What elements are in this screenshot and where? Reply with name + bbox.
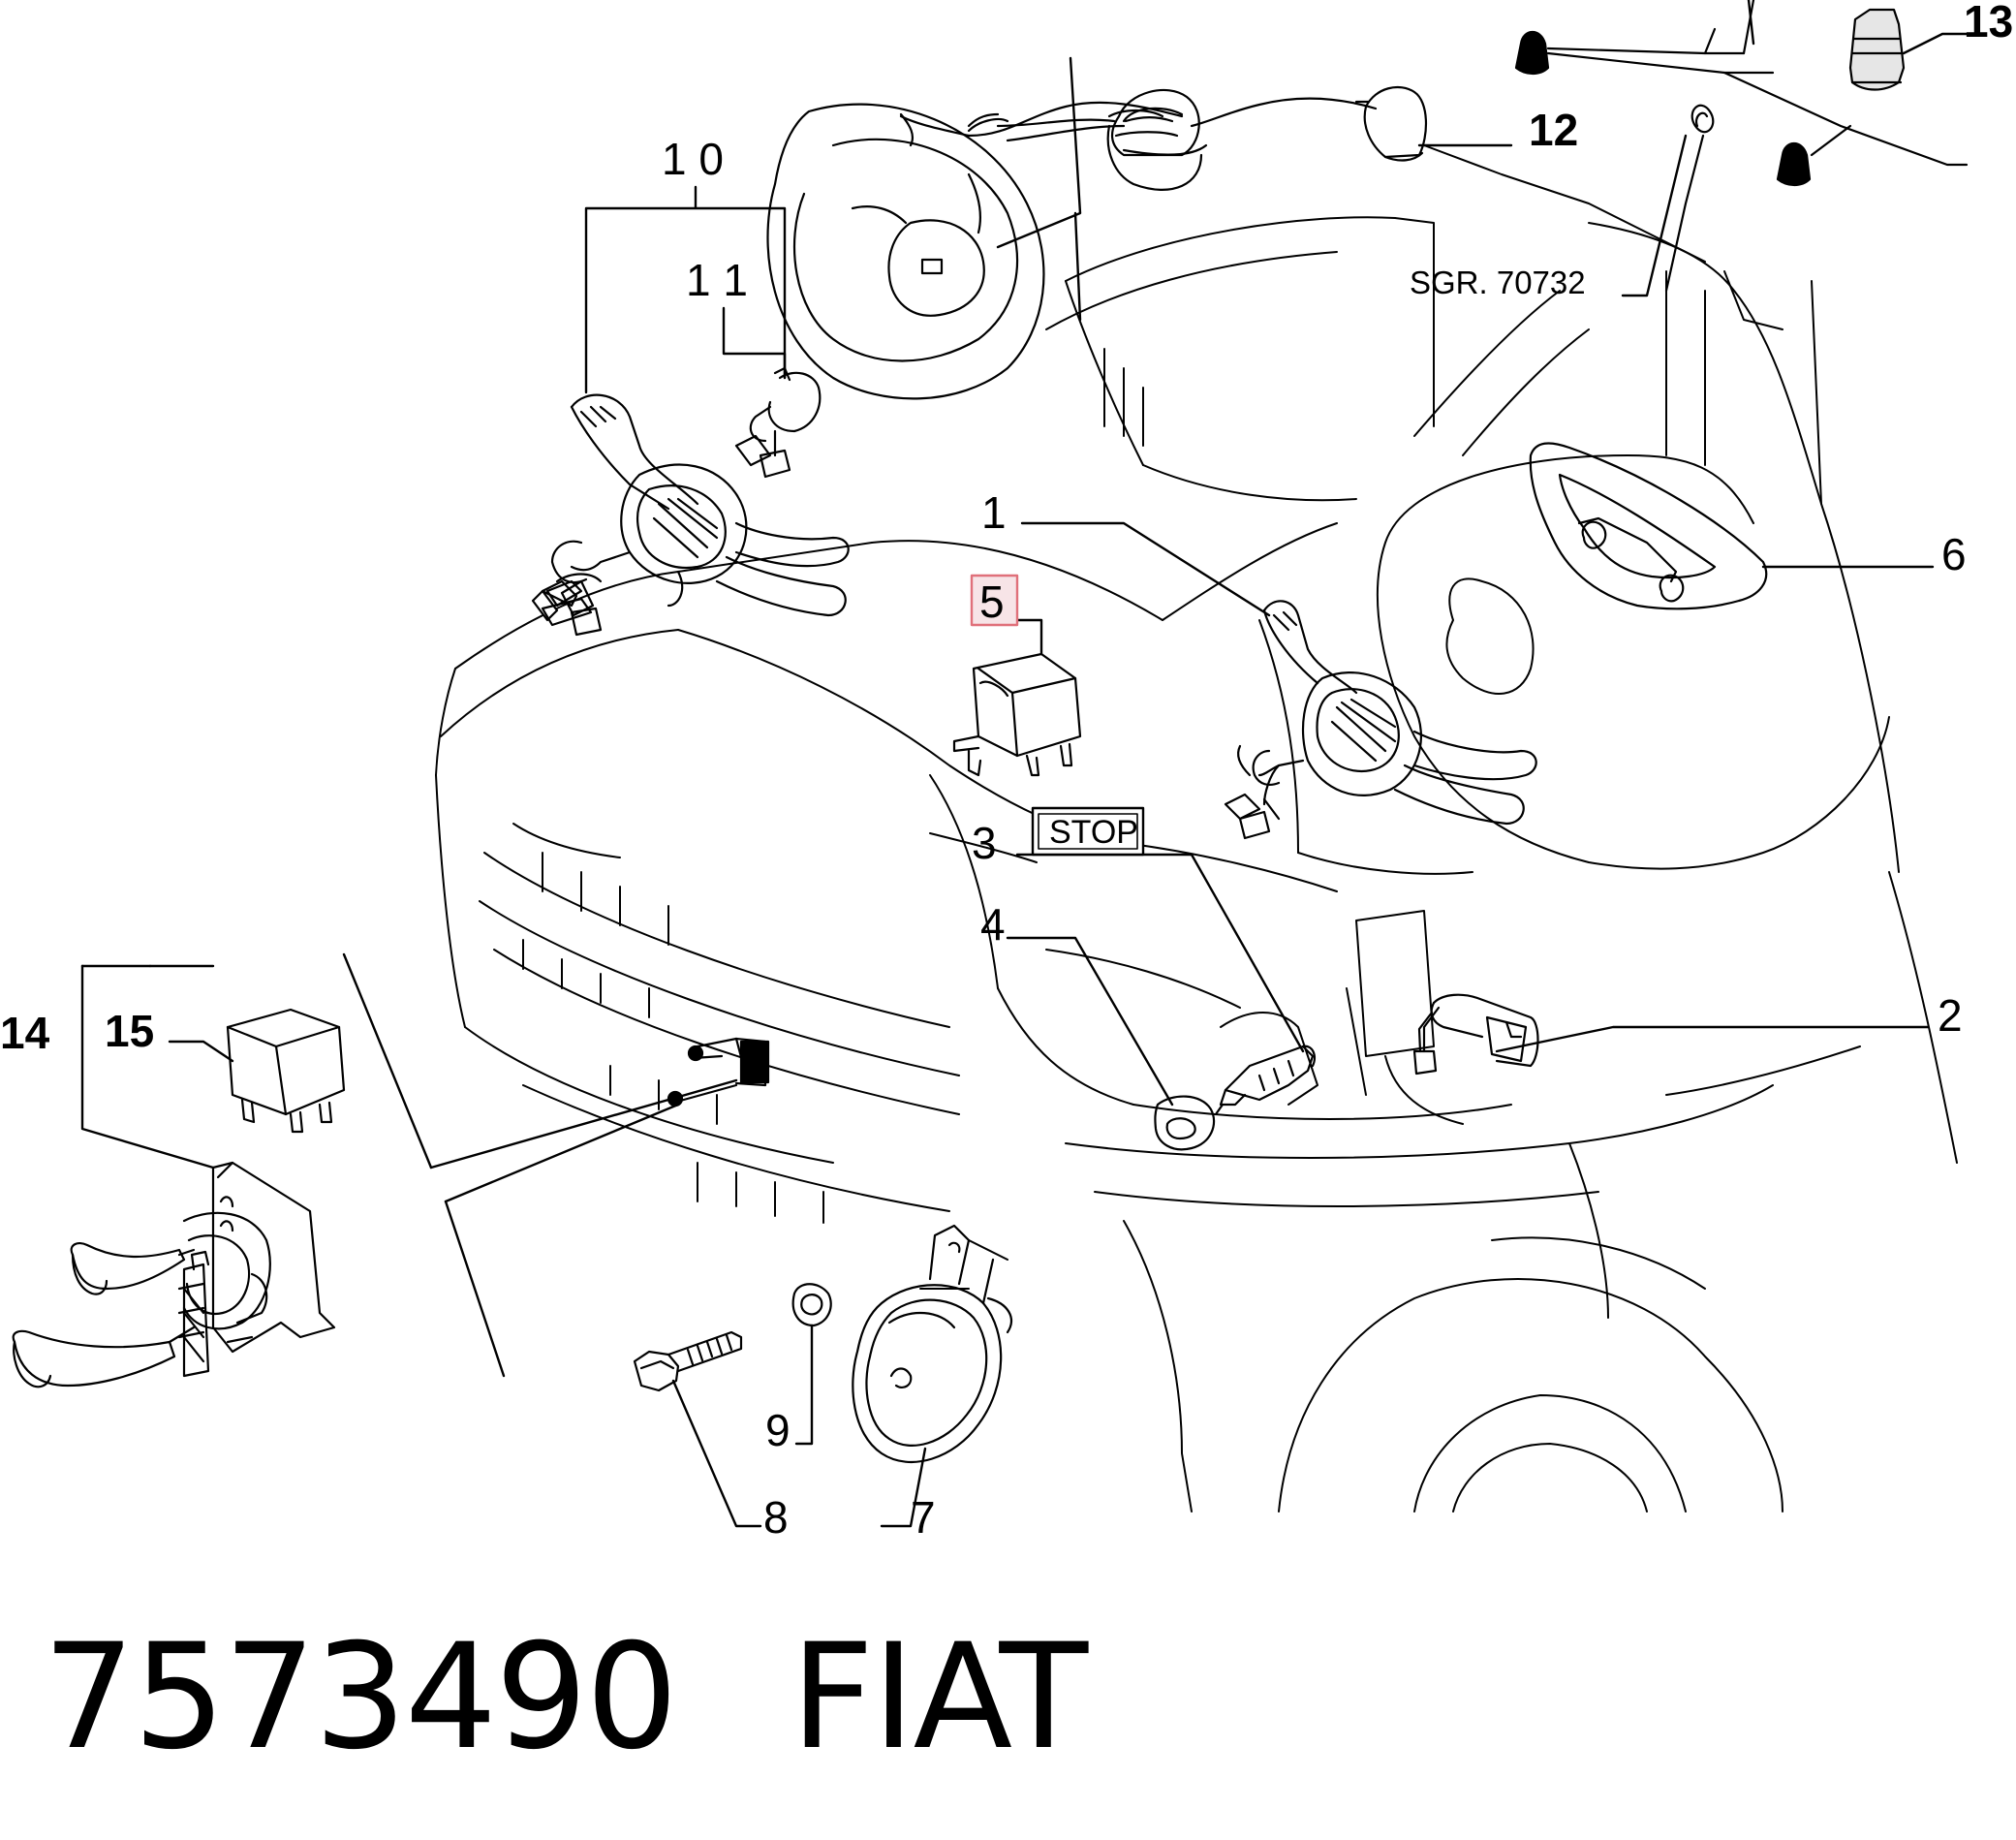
- horn-7: [852, 1224, 1012, 1463]
- leader-5: [1015, 618, 1043, 656]
- horn-button-cap-part: [899, 88, 1387, 157]
- horn-cap-12: [1124, 85, 1428, 162]
- leader-15: [168, 1040, 234, 1063]
- grommet-4: [1154, 1095, 1216, 1151]
- relay-15: [226, 1008, 346, 1134]
- leader-clips-1: [342, 952, 433, 1169]
- leader-13: [1902, 32, 1969, 55]
- lens-wire: [1546, 0, 1969, 293]
- connector-2: [1412, 993, 1539, 1076]
- leader-2: [1495, 1025, 1930, 1053]
- washer-9: [791, 1283, 832, 1327]
- callout-6: 6: [1941, 529, 1967, 579]
- leader-8: [671, 1379, 762, 1528]
- stop-label-box: [1031, 806, 1145, 857]
- callout-labels: 1 2 3 4 5 6 7 8 9 1 0 1 1 12 13 14 15 SG…: [0, 0, 2013, 1543]
- steering-wheel: [766, 103, 1045, 400]
- callout-5-highlight: [970, 574, 1019, 627]
- leader-1: [1020, 521, 1271, 617]
- callout-11: 1 1: [686, 255, 748, 305]
- retaining-clips: [667, 1037, 770, 1107]
- callout-9: 9: [765, 1405, 791, 1455]
- leader-steering-2: [1073, 211, 1082, 322]
- bulb-caps: [1514, 30, 1812, 187]
- leader-3: [1015, 853, 1305, 1053]
- part-caption: 7573490 FIAT: [43, 1613, 1088, 1782]
- leader-14: [80, 964, 215, 1169]
- stop-switch-3: [1214, 1045, 1317, 1116]
- vehicle-body-outline: [435, 144, 1958, 1513]
- callout-14: 14: [0, 1008, 50, 1058]
- leader-clips-4: [444, 1103, 680, 1203]
- part-number: 7573490: [43, 1613, 678, 1782]
- leader-lines: [80, 0, 1969, 1528]
- courtesy-lamp-6: [1529, 442, 1768, 610]
- leader-7: [880, 1447, 927, 1528]
- relay-5: [952, 652, 1082, 777]
- horn-pad: [1106, 107, 1203, 191]
- callout-5: 5: [979, 577, 1005, 627]
- leader-roof: [1747, 0, 1755, 46]
- leader-steering: [996, 56, 1082, 249]
- callout-2: 2: [1938, 990, 1963, 1041]
- callout-8: 8: [763, 1492, 789, 1543]
- sgr-reference: SGR. 70732: [1410, 265, 1586, 300]
- callout-10: 1 0: [662, 134, 724, 184]
- callout-15: 15: [105, 1006, 154, 1056]
- leader-4: [1006, 936, 1174, 1107]
- stalk-switch-10: [531, 366, 850, 637]
- leader-sgr: [1621, 134, 1688, 297]
- callout-7: 7: [911, 1492, 936, 1543]
- brand-name: FIAT: [791, 1613, 1088, 1782]
- leader-11: [722, 306, 787, 380]
- leader-10: [584, 185, 787, 394]
- leader-clips-2: [444, 1200, 506, 1378]
- leader-9: [794, 1324, 814, 1446]
- callout-1: 1: [981, 487, 1007, 538]
- bolt-8: [633, 1330, 743, 1392]
- callout-13: 13: [1964, 0, 2013, 47]
- air-horn-14: [12, 1161, 336, 1388]
- stop-label: STOP: [1049, 814, 1138, 851]
- callout-4: 4: [980, 899, 1006, 950]
- stalk-switch-1: [1224, 600, 1537, 840]
- callout-3: 3: [972, 818, 997, 868]
- indicator-lens-13: [1848, 8, 1906, 91]
- leader-clips-3: [429, 1078, 738, 1169]
- callout-12: 12: [1529, 105, 1578, 155]
